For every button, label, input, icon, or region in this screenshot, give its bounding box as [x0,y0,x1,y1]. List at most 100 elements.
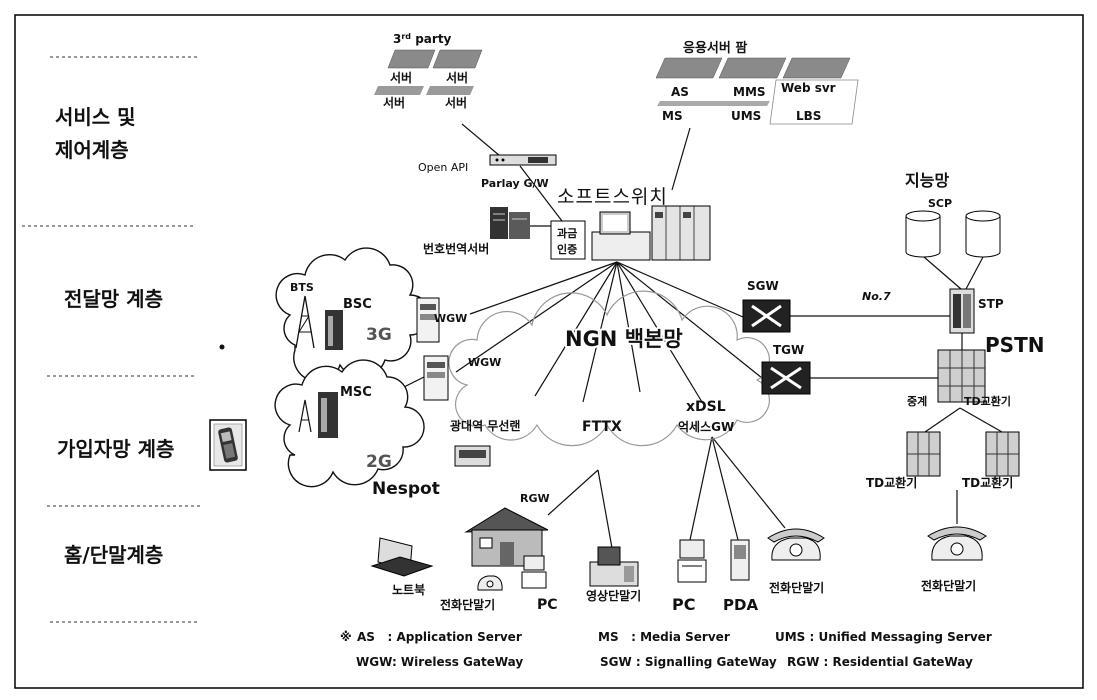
laptop-icon [370,537,434,577]
pda-label: PDA [723,596,758,614]
connection-line [597,469,613,549]
wireless-gateways: WGW WGW [416,297,501,401]
laptop-base [370,556,434,577]
server-farm-title: 응용서버 팜 [683,40,747,56]
tower-frame [295,295,315,349]
network-2g-label: 2G [366,452,392,472]
connection-line [616,261,763,379]
server-unit [490,207,508,239]
bsc-device-icon [325,310,343,350]
phone-handset [927,526,987,541]
billing-label: 과금 [557,226,577,240]
home-terminals: 노트북 RGW 전화단말기 PC 영상단말기 PC [370,492,825,614]
softswitch-label: 소프트스위치 [557,186,668,208]
device-panel [328,316,333,346]
gateway-device-icon [489,154,557,166]
ngn-backbone-cloud [448,290,770,447]
connection-line [689,436,713,541]
server-label-lbs: LBS [796,109,821,123]
device-panel [953,294,961,328]
pstn-title: PSTN [985,333,1044,357]
layer-label-service-control-2: 제어계층 [55,138,129,162]
access-network: Nespot 광대역 무선랜 FTTX xDSL 억세스GW [372,399,734,499]
pc-monitor [679,539,705,559]
server-divider [657,101,770,106]
videophone-screen [597,546,621,566]
gateway-device-icon [423,355,449,401]
cabinet-panel [655,212,663,218]
legend-item: MS : Media Server [598,630,730,644]
server-rack-icon [387,49,436,69]
equipment-cabinet [651,205,711,261]
house-door [500,542,514,566]
server-rack-icon [782,57,851,79]
parlay-gw-label: Parlay G/W [481,177,549,190]
diagram-frame [14,14,1084,689]
connection-lines [397,123,1003,549]
connection-line [582,261,618,403]
connection-line [924,407,961,433]
switch-arrow [751,304,782,328]
open-api-label: Open API [418,161,468,174]
connection-line [616,261,641,393]
third-party-servers: 3rd party 서버 서버 서버 서버 [374,32,483,110]
legend-mark: ※ [340,630,352,644]
cell-tower-icon [298,399,312,433]
connection-line [534,261,618,397]
videophone-icon [589,546,639,587]
bullet-dot [219,344,225,350]
connection-line [923,256,962,290]
softswitch-equipment-icon [591,205,711,261]
auth-label: 인증 [557,242,577,256]
third-party-title: 3rd party [393,32,452,46]
cabinet-panel [683,212,691,218]
connection-line [959,407,1003,433]
exchange-icon [937,349,986,403]
house-window [479,537,493,549]
server-rack-icon [374,86,424,95]
device-body [325,310,343,350]
td-exchange-label: TD교환기 [866,475,917,490]
legend-item: UMS : Unified Messaging Server [775,630,992,644]
device-panel [528,157,548,163]
phone-dial [789,543,803,557]
title-rest: party [411,32,452,46]
connection-line [461,123,501,157]
layer-label-home-terminal: 홈/단말계층 [64,543,163,567]
number-translation-server-label: 번호번역서버 [423,241,489,256]
device-panel [459,450,486,458]
bsc-label: BSC [343,297,372,312]
server-rack-icon [655,57,723,79]
cylinder-body [905,216,941,258]
pc-monitor [523,555,545,571]
exchange-icon [985,431,1020,477]
connection-line [519,165,563,222]
wgw-label: WGW [468,356,501,369]
server-label-as: AS [671,85,689,99]
cylinder-top [965,210,1001,222]
msc-label: MSC [340,385,372,400]
console-screen [603,215,627,231]
phone-dial [486,580,494,588]
mobile-network-2g: MSC 2G [274,359,425,488]
device-led [501,158,505,162]
sgw-label: SGW [747,279,779,293]
server-label: 서버 [446,70,468,85]
notebook-label: 노트북 [392,583,425,597]
device-panel [427,372,445,378]
handset-keypad [223,443,236,459]
billing-auth-box: 과금 인증 [550,220,586,260]
cell-tower-icon [295,295,315,349]
connection-line [711,436,739,541]
connection-line [616,261,744,318]
td-exchange-label: TD교환기 [964,394,1011,408]
tower-strut [298,315,310,333]
layer-column: 서비스 및 제어계층 전달망 계층 가입자망 계층 홈/단말계층 [22,56,247,623]
bts-label: BTS [290,281,314,294]
legend-item: AS : Application Server [357,630,522,644]
pc-label: PC [672,595,695,614]
device-led [495,158,499,162]
layer-label-subscriber: 가입자망 계층 [57,437,174,461]
console-desk [591,231,651,261]
server-rack-icon [718,57,787,79]
